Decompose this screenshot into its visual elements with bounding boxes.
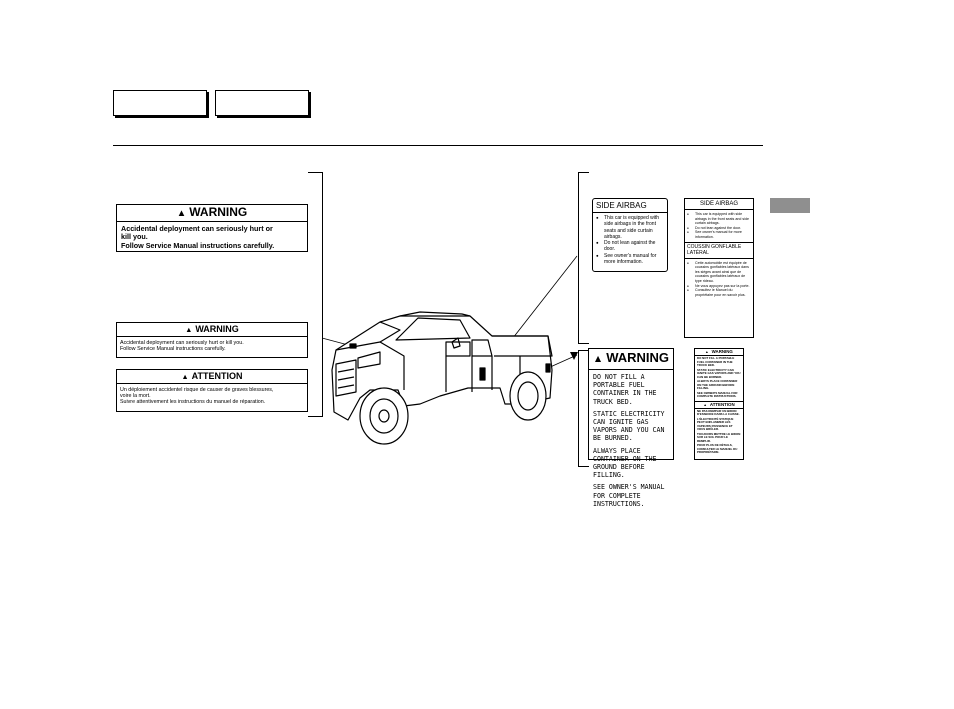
side-airbag-list: This car is equipped with side airbags i…: [593, 213, 667, 267]
label-line: Follow Service Manual instructions caref…: [120, 346, 226, 353]
label-title: WARNING: [606, 350, 670, 365]
list-item: Cette automobile est équipée de coussins…: [687, 261, 751, 284]
header-rule: [113, 145, 763, 146]
side-airbag-fr-list: Cette automobile est équipée de coussins…: [685, 259, 753, 300]
list-item: See owner's manual for more information.: [687, 230, 751, 239]
label-paragraph: DO NOT FILL A PORTABLE FUEL CONTAINER IN…: [593, 373, 657, 406]
warning-triangle-icon: ▲: [592, 354, 604, 365]
label-paragraph: SEE OWNER'S MANUAL FOR COMPLETE INSTRUCT…: [697, 390, 738, 398]
list-item: Do not lean against the door.: [687, 226, 751, 231]
truck-illustration: [321, 255, 578, 445]
fuel-bilingual-label: ▲WARNING DO NOT FILL A PORTABLE FUEL CON…: [694, 348, 744, 460]
list-item: Consultez le Manuel du propriétaire pour…: [687, 288, 751, 297]
warning-triangle-icon: ▲: [176, 208, 187, 219]
list-item: See owner's manual for more information.: [596, 253, 664, 266]
warning-label-large: ▲WARNING Accidental deployment can serio…: [116, 204, 308, 252]
label-paragraph: SEE OWNER'S MANUAL FOR COMPLETE INSTRUCT…: [593, 483, 665, 508]
label-paragraph: DO NOT FILL A PORTABLE FUEL CONTAINER IN…: [697, 356, 735, 367]
label-paragraph: ALWAYS PLACE CONTAINER ON THE GROUND BEF…: [593, 446, 657, 480]
label-title: WARNING: [195, 324, 239, 334]
warning-triangle-icon: ▲: [185, 325, 193, 334]
side-airbag-bilingual-label: SIDE AIRBAG This car is equipped with si…: [684, 198, 754, 338]
header-box-1: [113, 90, 207, 116]
warning-triangle-icon: ▲: [703, 402, 707, 407]
label-line: Accidental deployment can seriously hurt…: [120, 340, 244, 346]
label-paragraph: POUR PLUS DE DÉTAILS, CONSULTER LE MANUE…: [697, 443, 738, 454]
fuel-warning-label: ▲WARNING DO NOT FILL A PORTABLE FUEL CON…: [588, 348, 674, 508]
side-airbag-label: SIDE AIRBAG This car is equipped with si…: [592, 198, 668, 272]
warning-triangle-icon: ▲: [705, 350, 709, 354]
label-paragraph: STATIC ELECTRICITY CAN IGNITE GAS VAPORS…: [697, 367, 741, 379]
side-airbag-en-list: This car is equipped with side airbags i…: [685, 210, 753, 242]
section-tab: [770, 198, 810, 213]
label-line: voire la mort.: [120, 393, 151, 400]
right-bracket-bottom: [578, 350, 589, 467]
label-title: ATTENTION: [191, 371, 243, 381]
list-item: This car is equipped with side airbags i…: [596, 215, 664, 240]
header-box-2: [215, 90, 309, 116]
label-line: Suivre attentivement les instructions du…: [120, 399, 266, 406]
label-paragraph: TOUJOURS METTRE LE BIDON SUR LE SOL POUR…: [697, 431, 741, 443]
label-title-fr: COUSSIN GONFLABLE LATÉRAL: [685, 241, 753, 259]
list-item: This car is equipped with side airbags i…: [687, 212, 751, 226]
label-line: Follow Service Manual instructions caref…: [121, 240, 275, 250]
warning-label-small: ▲WARNING Accidental deployment can serio…: [116, 322, 308, 358]
left-bracket: [308, 172, 323, 417]
label-paragraph: ALWAYS PLACE CONTAINER ON THE GROUND BEF…: [697, 379, 738, 390]
list-item: Do not lean against the door.: [596, 240, 664, 253]
label-title-fr: ATTENTION: [709, 401, 735, 407]
label-line: Un déploiement accidentel risque de caus…: [120, 387, 274, 393]
label-paragraph: NE PAS REMPLIR UN BIDON D'ESSENCE DANS L…: [697, 408, 740, 416]
attention-label: ▲ATTENTION Un déploiement accidentel ris…: [116, 369, 308, 412]
warning-triangle-icon: ▲: [181, 372, 189, 381]
right-bracket-top: [578, 172, 589, 344]
label-title: WARNING: [711, 349, 733, 354]
label-title: WARNING: [189, 205, 248, 219]
label-line: Accidental deployment can seriously hurt…: [121, 224, 273, 233]
label-line: kill you.: [121, 232, 148, 242]
list-item: Ne vous appuyez pas sur la porte.: [687, 284, 751, 289]
label-paragraph: STATIC ELECTRICITY CAN IGNITE GAS VAPORS…: [593, 409, 665, 443]
label-paragraph: L'ÉLECTRICITÉ STATIQUE PEUT ENFLAMMER LE…: [697, 416, 734, 431]
